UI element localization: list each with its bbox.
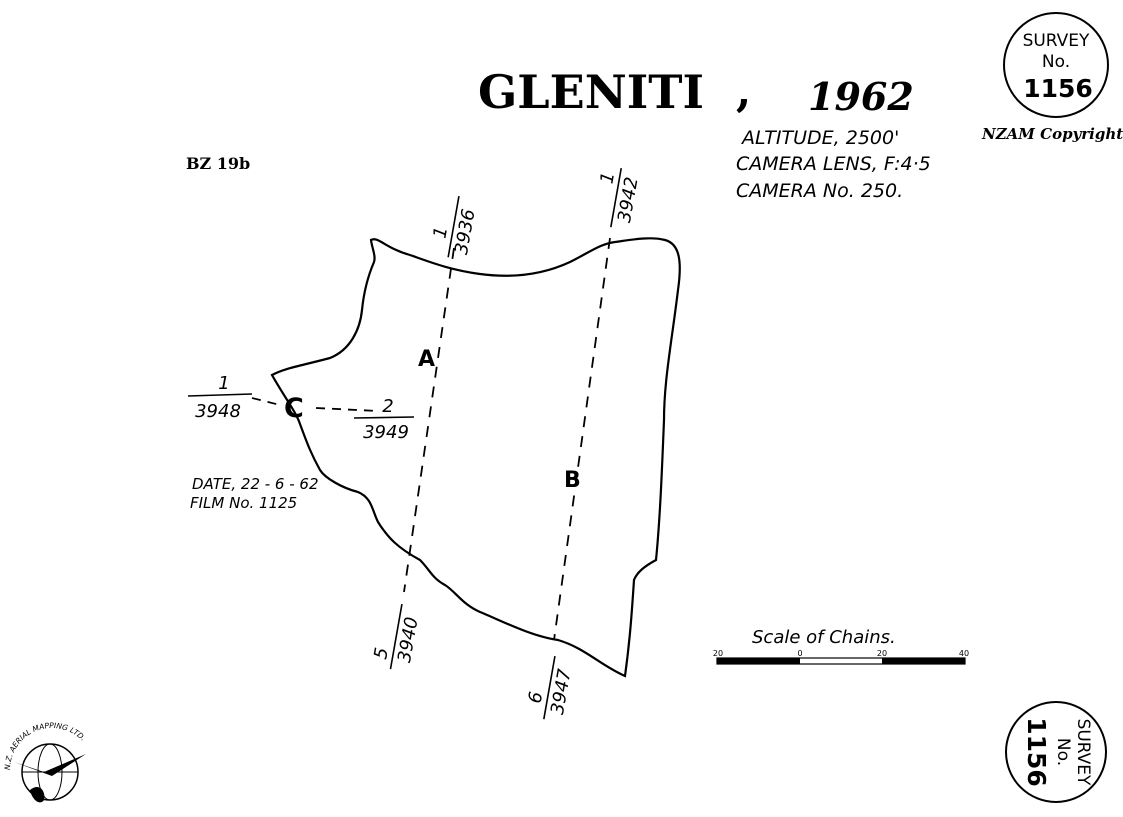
scale-bar: Scale of Chains. 20 0 20 40	[713, 627, 969, 665]
photo-ref-b-top: 1 3942	[596, 167, 643, 228]
photo-ref-c-right-run: 2	[382, 396, 393, 417]
survey-badge-top-line1: SURVEY	[1023, 31, 1090, 51]
flight-line-b	[553, 237, 611, 641]
run-label-a: A	[418, 347, 435, 372]
photo-ref-c-right: 2 3949	[353, 396, 415, 443]
photo-ref-b-bottom: 6 3947	[525, 656, 576, 720]
camera-lens-text: CAMERA LENS, F:4·5	[736, 153, 931, 175]
photo-ref-b-bottom-run: 6	[525, 690, 548, 705]
survey-area-boundary	[270, 237, 681, 678]
title-separator: ,	[736, 66, 751, 117]
date-text: DATE, 22 - 6 - 62	[192, 475, 319, 493]
map-title: GLENITI	[478, 65, 704, 119]
survey-badge-bottom: SURVEY No. 1156	[1005, 701, 1107, 803]
scale-tick-label-2: 0	[797, 649, 802, 658]
flight-line-c-left	[251, 397, 281, 406]
scale-tick-label-1: 20	[713, 649, 723, 658]
photo-ref-c-left-frame: 3948	[195, 401, 241, 422]
scale-tick-label-4: 40	[959, 649, 969, 658]
run-label-c: C	[284, 393, 304, 424]
film-text: FILM No. 1125	[190, 494, 297, 512]
flight-info: ALTITUDE, 2500' CAMERA LENS, F:4·5 CAMER…	[736, 127, 931, 202]
map-year: 1962	[808, 74, 914, 119]
photo-ref-a-bottom-run: 5	[370, 646, 393, 661]
scale-bar-segment-2	[882, 658, 965, 664]
survey-badge-top: SURVEY No. 1156	[1003, 12, 1109, 118]
photo-ref-a-top: 1 3936	[430, 196, 480, 258]
flight-line-c-right	[315, 407, 379, 412]
photo-ref-b-top-rule	[610, 167, 623, 228]
photo-ref-c-right-rule	[353, 416, 415, 419]
photo-ref-c-left-run: 1	[218, 373, 229, 394]
photo-ref-b-top-run: 1	[596, 170, 619, 185]
survey-badge-top-line2: No.	[1042, 52, 1070, 72]
survey-badge-bottom-number: 1156	[1022, 717, 1051, 787]
run-label-b: B	[564, 468, 581, 493]
photo-ref-c-left: 1 3948	[187, 373, 253, 422]
photo-ref-a-bottom: 5 3940	[370, 604, 423, 670]
aircraft-icon	[14, 754, 86, 776]
flight-line-a	[403, 247, 455, 593]
photo-ref-b-bottom-rule	[543, 656, 556, 720]
nz-map-icon	[30, 787, 45, 803]
sheet-code: BZ 19b	[186, 154, 250, 173]
company-logo: N.Z. AERIAL MAPPING LTD.	[3, 721, 88, 803]
date-film-block: DATE, 22 - 6 - 62 FILM No. 1125	[190, 475, 319, 512]
survey-badge-bottom-line1: SURVEY	[1073, 719, 1093, 786]
survey-badge-bottom-circle	[1005, 701, 1107, 803]
survey-badge-top-circle	[1003, 12, 1109, 118]
photo-ref-c-right-frame: 3949	[363, 422, 409, 443]
scale-bar-segment-1	[717, 658, 800, 664]
scale-title: Scale of Chains.	[752, 627, 896, 648]
photo-ref-c-left-rule	[187, 393, 253, 397]
copyright-note: NZAM Copyright	[981, 125, 1123, 143]
survey-badge-bottom-line2: No.	[1053, 738, 1073, 766]
photo-ref-a-bottom-rule	[389, 604, 403, 670]
camera-number-text: CAMERA No. 250.	[736, 180, 903, 202]
altitude-text: ALTITUDE, 2500'	[740, 127, 899, 149]
photo-ref-a-top-rule	[447, 196, 460, 258]
survey-badge-top-number: 1156	[1023, 74, 1093, 103]
scale-tick-label-3: 20	[877, 649, 887, 658]
photo-ref-a-top-run: 1	[430, 225, 453, 240]
